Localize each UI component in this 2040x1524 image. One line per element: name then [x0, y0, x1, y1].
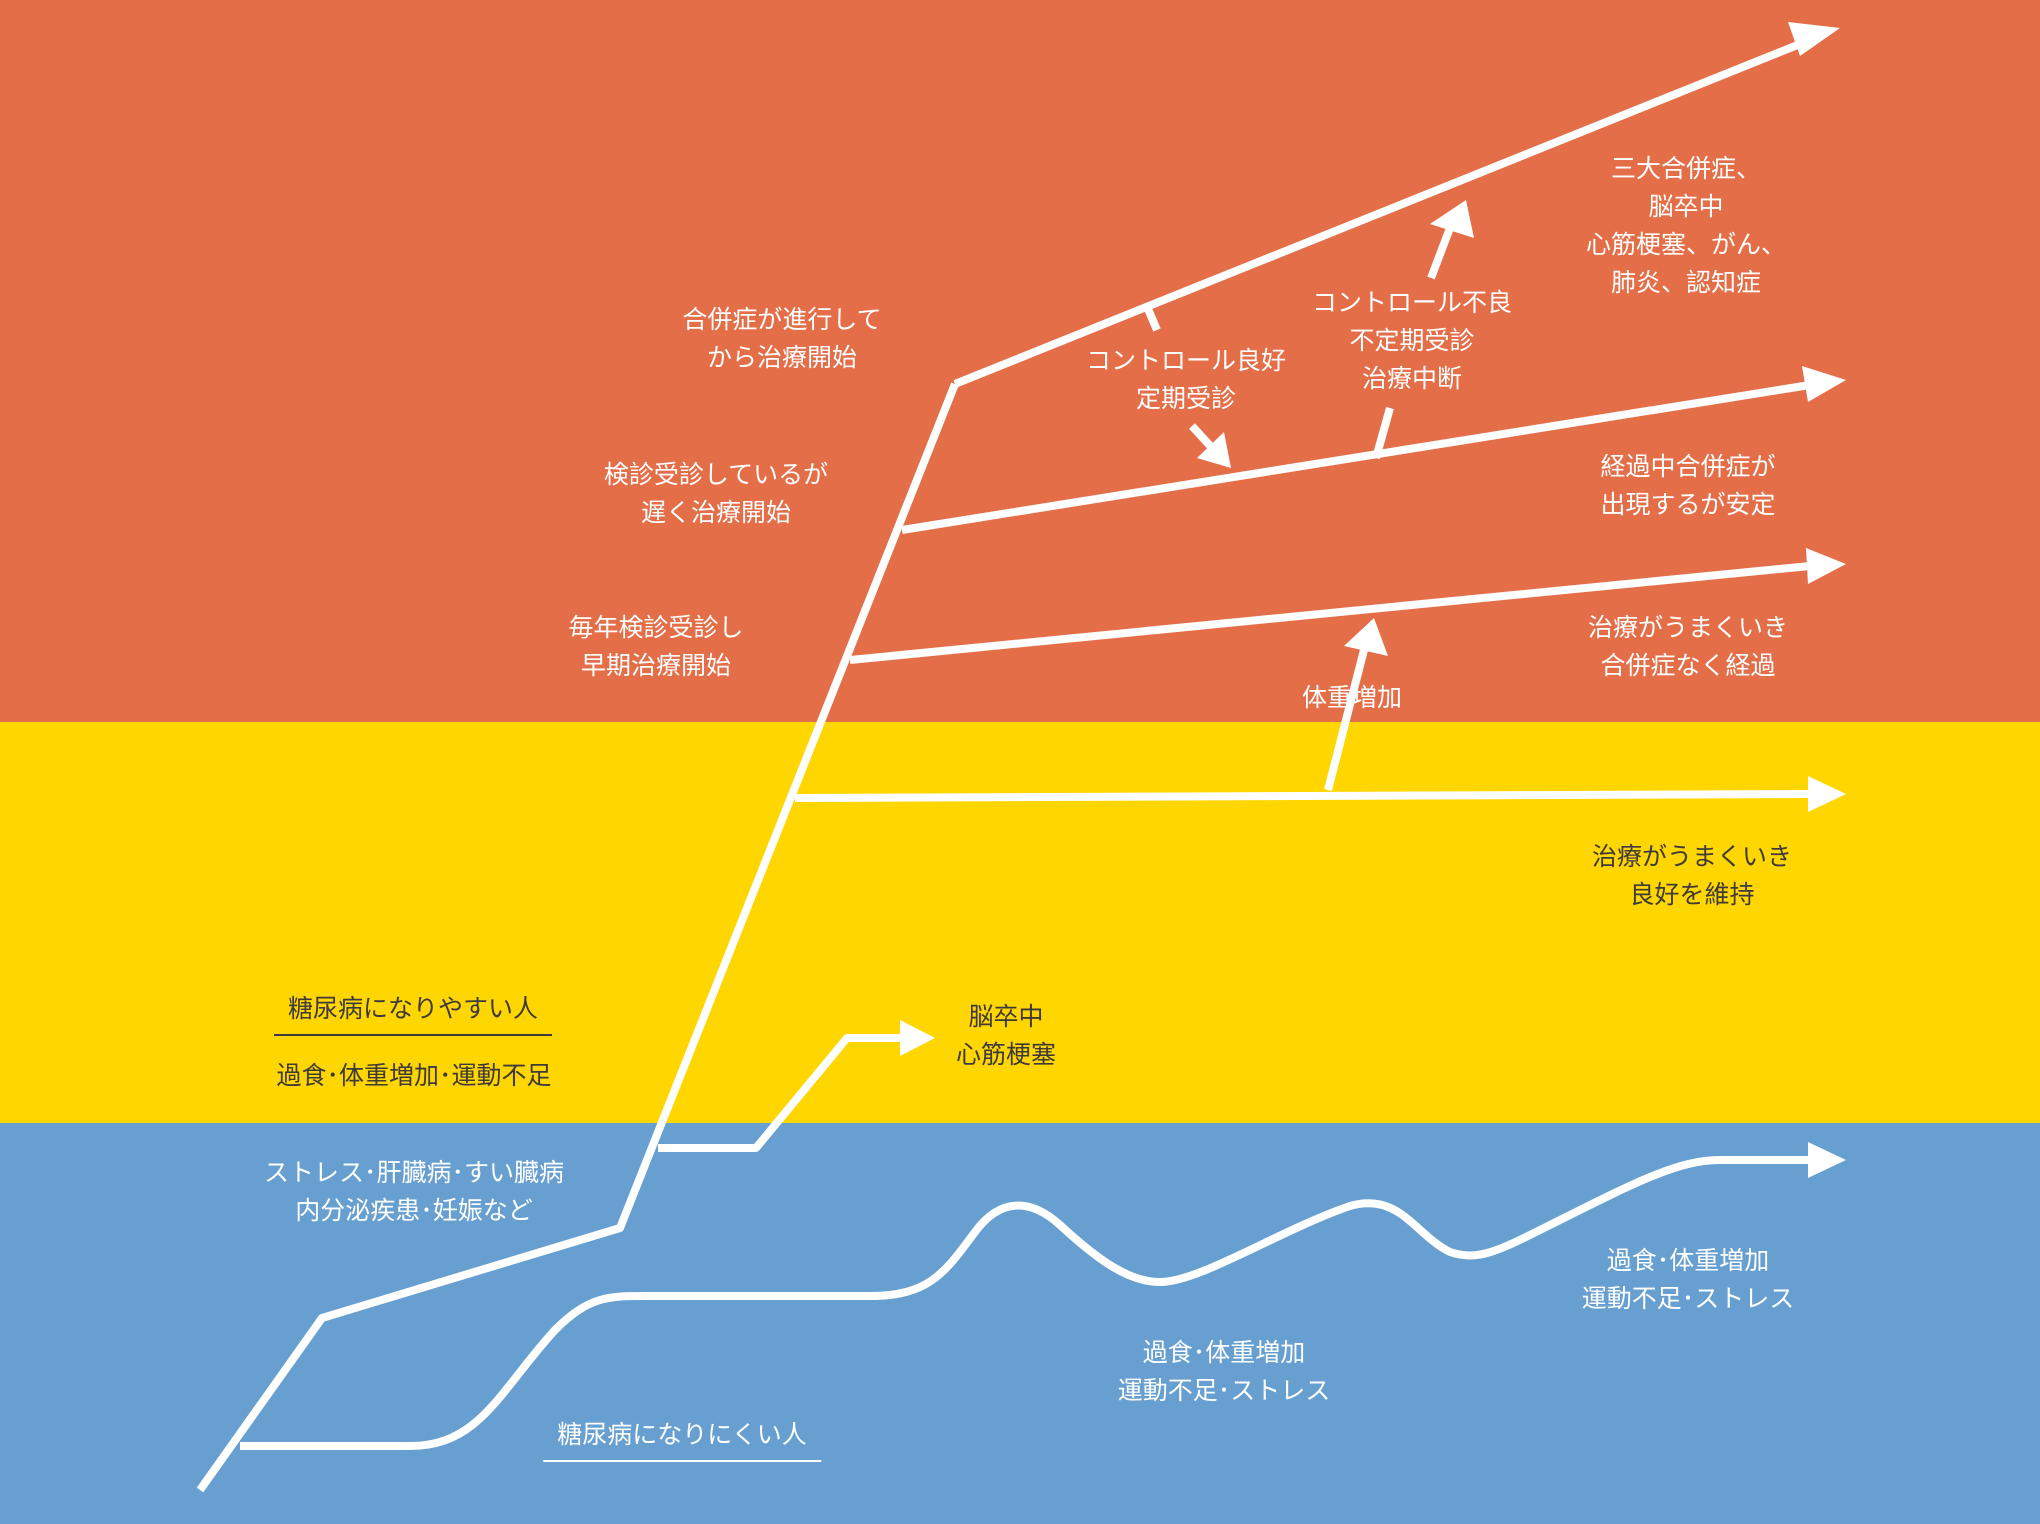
label-three-complications-line4: 肺炎、認知症: [1610, 268, 1762, 297]
branch-to-good-maintenance: [794, 790, 1811, 802]
label-checkup-late-line1: 検診受診しているが: [603, 460, 829, 489]
label-other-factors-line1: ストレス･肝臓病･すい臓病: [263, 1158, 565, 1187]
label-resistant-title-text: 糖尿病になりにくい人: [543, 1416, 821, 1462]
label-control-poor-line2: 不定期受診: [1349, 326, 1475, 355]
tick-control-good: [1144, 307, 1161, 332]
arrowhead-three-complications: [1788, 22, 1840, 56]
label-lifestyle-mid: 過食･体重増加 運動不足･ストレス: [1118, 1334, 1331, 1410]
label-resistant-title: 糖尿病になりにくい人: [543, 1416, 821, 1462]
label-complication-stable: 経過中合併症が 出現するが安定: [1600, 448, 1775, 524]
label-complication-stable-line1: 経過中合併症が: [1600, 452, 1776, 481]
main-trunk-path: [196, 382, 959, 1493]
label-complication-late-line1: 合併症が進行して: [682, 305, 882, 334]
arrowhead-control-poor: [1430, 200, 1474, 238]
arrowhead-resistant-path: [1808, 1142, 1846, 1178]
control-poor-arrow-shaft: [1427, 226, 1454, 280]
label-weight-gain: 体重増加: [1302, 679, 1402, 717]
label-prone-factors: 過食･体重増加･運動不足: [276, 1057, 551, 1095]
label-control-good: コントロール良好 定期受診: [1086, 342, 1286, 418]
label-control-good-line2: 定期受診: [1135, 384, 1237, 413]
label-checkup-early: 毎年検診受診し 早期治療開始: [568, 609, 743, 685]
label-prone-title: 糖尿病になりやすい人: [273, 990, 553, 1036]
label-lifestyle-mid-line2: 運動不足･ストレス: [1117, 1376, 1331, 1405]
label-control-poor-line3: 治療中断: [1361, 364, 1463, 393]
arrowhead-good-maintenance: [1808, 776, 1846, 812]
label-checkup-late: 検診受診しているが 遅く治療開始: [604, 456, 828, 532]
tick-control-poor: [1372, 406, 1394, 460]
label-treatment-no-complication-line2: 合併症なく経過: [1600, 651, 1776, 680]
label-treatment-good-line1: 治療がうまくいき: [1591, 842, 1793, 871]
label-checkup-early-line1: 毎年検診受診し: [568, 613, 744, 642]
label-lifestyle-right-line2: 運動不足･ストレス: [1581, 1284, 1795, 1313]
arrowhead-control-good: [1197, 432, 1231, 468]
branch-to-three-complications: [953, 36, 1812, 388]
arrowhead-no-complication: [1806, 548, 1846, 584]
label-other-factors: ストレス･肝臓病･すい臓病 内分泌疾患･妊娠など: [264, 1154, 564, 1230]
label-lifestyle-right-line1: 過食･体重増加: [1606, 1246, 1770, 1275]
label-control-good-line1: コントロール良好: [1085, 346, 1287, 375]
label-control-poor: コントロール不良 不定期受診 治療中断: [1312, 284, 1512, 398]
label-treatment-good: 治療がうまくいき 良好を維持: [1592, 838, 1792, 914]
label-complication-stable-line2: 出現するが安定: [1600, 490, 1776, 519]
label-checkup-late-line2: 遅く治療開始: [640, 498, 792, 527]
label-three-complications-line1: 三大合併症、: [1610, 154, 1762, 183]
zone-yellow-band: [0, 722, 2040, 1123]
label-stroke-mi: 脳卒中 心筋梗塞: [956, 998, 1056, 1074]
arrowhead-stroke-mi: [900, 1020, 935, 1056]
label-checkup-early-line2: 早期治療開始: [580, 651, 732, 680]
label-three-complications-line2: 脳卒中: [1648, 192, 1724, 221]
label-complication-late-line2: から治療開始: [706, 343, 858, 372]
arrowhead-complication-stable: [1802, 366, 1846, 402]
label-stroke-mi-line2: 心筋梗塞: [955, 1040, 1057, 1069]
label-three-complications: 三大合併症、 脳卒中 心筋梗塞、がん、 肺炎、認知症: [1586, 150, 1786, 302]
label-three-complications-line3: 心筋梗塞、がん、: [1585, 230, 1787, 259]
branch-to-complication-stable: [901, 381, 1811, 534]
label-prone-factors-text: 過食･体重増加･運動不足: [276, 1061, 552, 1090]
branch-to-no-complication: [849, 562, 1811, 664]
label-other-factors-line2: 内分泌疾患･妊娠など: [295, 1196, 533, 1225]
label-lifestyle-right: 過食･体重増加 運動不足･ストレス: [1582, 1242, 1795, 1318]
branch-to-stroke-mi: [658, 1034, 905, 1152]
label-treatment-good-line2: 良好を維持: [1629, 880, 1755, 909]
label-prone-title-text: 糖尿病になりやすい人: [273, 990, 553, 1036]
label-control-poor-line1: コントロール不良: [1311, 288, 1513, 317]
weight-gain-arrow-shaft: [1324, 649, 1368, 791]
label-treatment-no-complication: 治療がうまくいき 合併症なく経過: [1588, 609, 1788, 685]
label-stroke-mi-line1: 脳卒中: [968, 1002, 1044, 1031]
zone-blue-band: [0, 1123, 2040, 1524]
arrowhead-weight-gain: [1344, 618, 1388, 656]
label-weight-gain-text: 体重増加: [1301, 683, 1403, 712]
label-complication-late: 合併症が進行して から治療開始: [682, 301, 881, 377]
label-lifestyle-mid-line1: 過食･体重増加: [1142, 1338, 1306, 1367]
resistant-path: [240, 1156, 1810, 1450]
label-treatment-no-complication-line1: 治療がうまくいき: [1587, 613, 1789, 642]
